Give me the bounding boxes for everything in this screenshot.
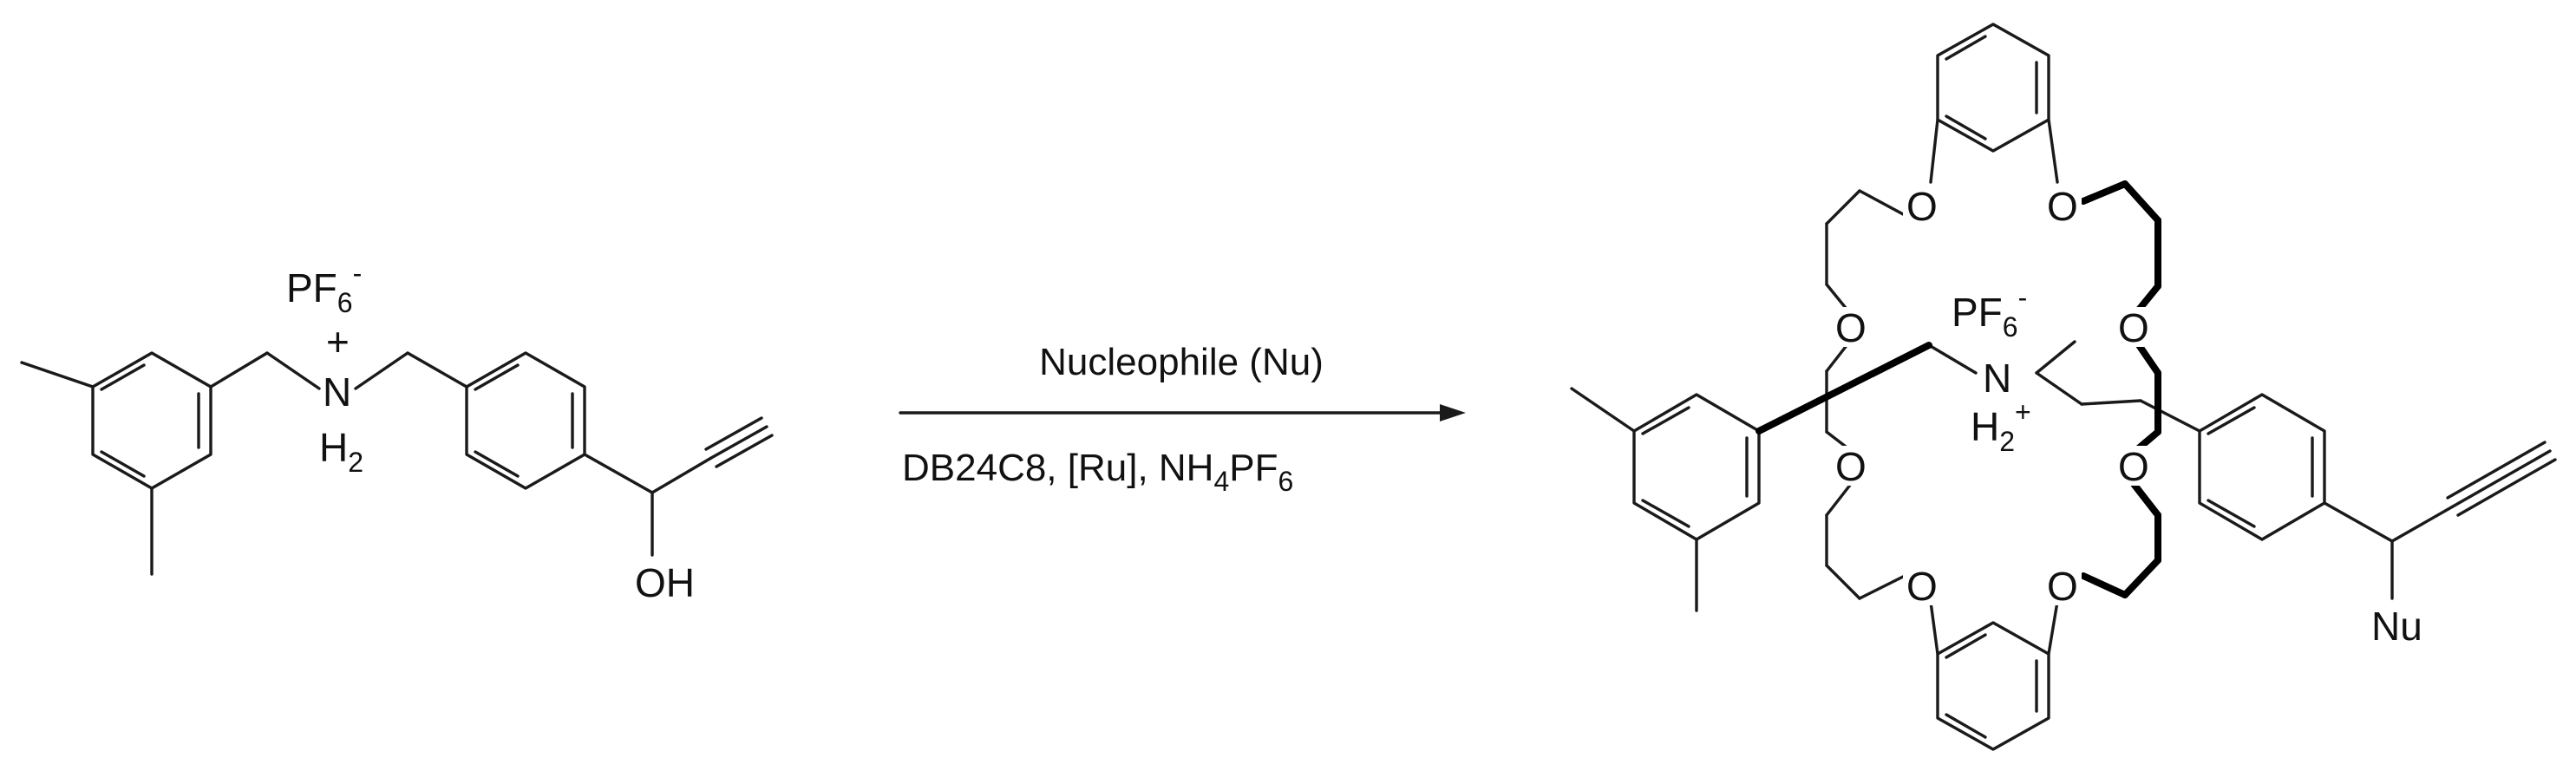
crown-ether-right-chain xyxy=(2047,118,2059,656)
crown-oxygen-6: O xyxy=(2118,444,2149,489)
product-amine-hydrogens: H2+ xyxy=(1971,396,2031,457)
crown-oxygen-7: O xyxy=(1906,564,1938,609)
crown-ether-oxygens: O O O O O O O O xyxy=(1835,184,2149,609)
product-bottom-catechol-ring xyxy=(1936,621,2050,751)
reactant-amine-nitrogen: N xyxy=(323,369,351,415)
reaction-arrow: Nucleophile (Nu) DB24C8, [Ru], NH4PF6 xyxy=(899,341,1466,497)
product-counterion: PF6- xyxy=(1952,282,2027,343)
crown-oxygen-3: O xyxy=(1835,305,1867,350)
product-amine-nitrogen: N xyxy=(1983,356,2011,401)
product-nucleophile: Nu xyxy=(2371,604,2422,649)
axle-right-methylene xyxy=(2035,340,2076,375)
crown-oxygen-2: O xyxy=(2047,184,2078,229)
product-rotaxane: O O O O O O O O PF6- N H2+ Nu xyxy=(1570,23,2557,751)
reactant-phenyl-ring xyxy=(465,351,586,490)
reagent-above-arrow: Nucleophile (Nu) xyxy=(1039,341,1324,383)
reactant-molecule: PF6- + N H2 OH xyxy=(20,258,774,605)
reactant-xylyl-ring xyxy=(20,351,212,576)
crown-oxygen-5: O xyxy=(1835,444,1867,489)
product-xylyl-ring xyxy=(1570,387,1761,612)
reactant-cation-sign: + xyxy=(326,319,350,364)
crown-oxygen-8: O xyxy=(2047,564,2078,609)
crown-oxygen-1: O xyxy=(1906,184,1938,229)
crown-ether-left-chain xyxy=(1825,118,1939,656)
crown-oxygen-4: O xyxy=(2118,305,2149,350)
bold-front-bonds xyxy=(1755,180,2161,598)
reactant-hydroxyl: OH xyxy=(635,560,695,605)
product-top-catechol-ring xyxy=(1936,23,2050,153)
product-phenyl-ring xyxy=(2198,393,2326,541)
reactant-counterion: PF6- xyxy=(286,258,362,318)
reagents-below-arrow: DB24C8, [Ru], NH4PF6 xyxy=(902,447,1293,497)
reactant-amine-hydrogens: H2 xyxy=(319,425,363,478)
